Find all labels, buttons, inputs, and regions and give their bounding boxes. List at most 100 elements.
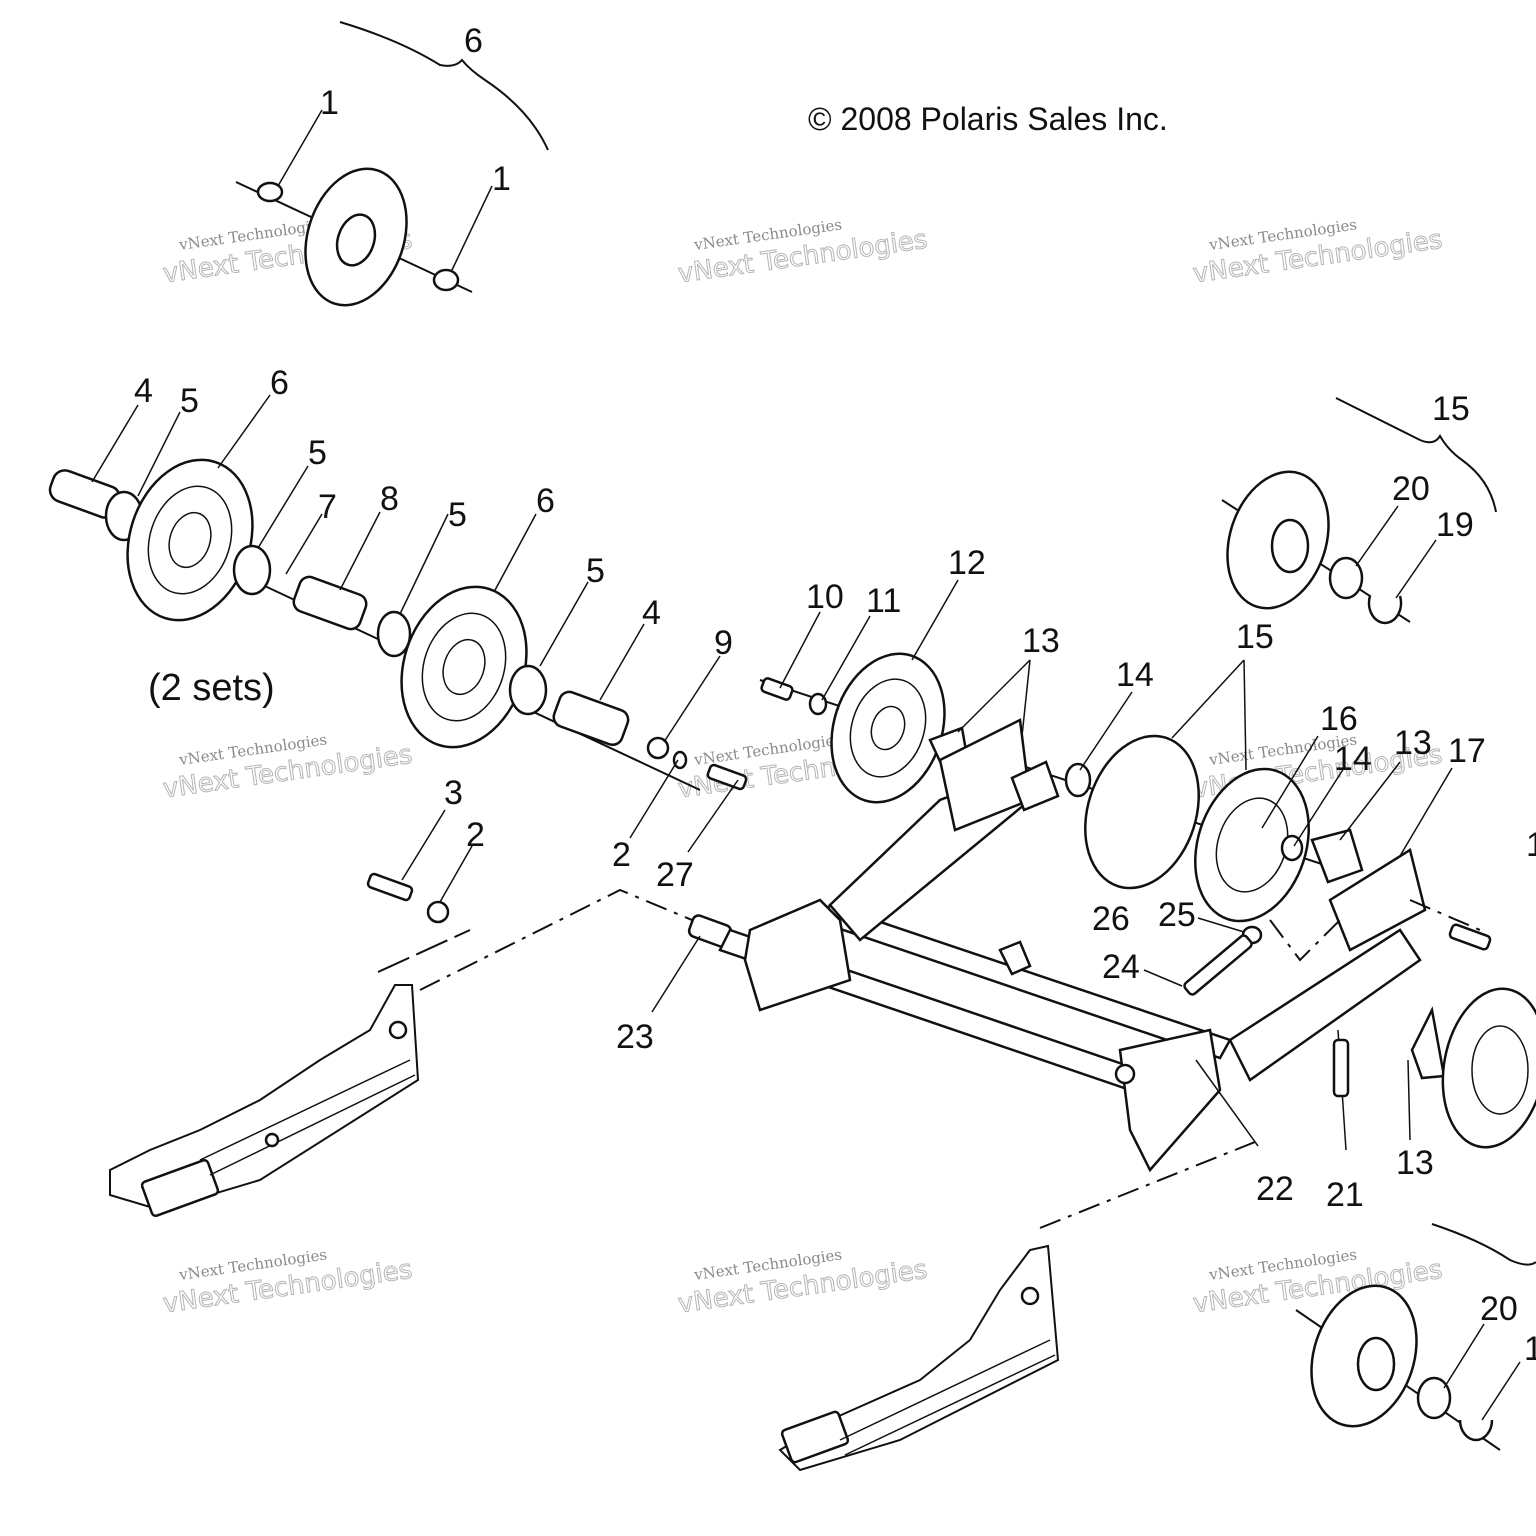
- washer: [1064, 762, 1092, 798]
- part-label: 14: [1116, 656, 1154, 694]
- part-label: 17: [1448, 732, 1486, 770]
- washer: [232, 544, 272, 596]
- wheel-assembly-right-bottom: [1295, 1223, 1536, 1451]
- part-label: 20: [1392, 470, 1430, 508]
- washer: [508, 664, 548, 716]
- part-label: 3: [444, 774, 463, 812]
- part-label: 2: [612, 836, 631, 874]
- part-label: 9: [714, 624, 733, 662]
- part-label: 13: [1396, 1144, 1434, 1182]
- spacer-block: [1010, 760, 1060, 812]
- wheel-hub: [1270, 518, 1310, 574]
- wheel-assembly-right-top: [1221, 397, 1497, 625]
- washer: [1280, 834, 1304, 862]
- idler-wheel: [1084, 734, 1200, 890]
- assembly-bracket: [1335, 397, 1497, 513]
- right-side-parts: [651, 899, 1536, 1151]
- left-rail: [109, 888, 741, 1218]
- part-label: 1: [492, 160, 511, 198]
- part-label: 21: [1326, 1176, 1364, 1214]
- part-label: 5: [448, 496, 467, 534]
- leader-line: [277, 109, 323, 187]
- part-label: 12: [948, 544, 986, 582]
- sets-note: (2 sets): [148, 667, 275, 709]
- washer: [646, 736, 670, 760]
- part-label: 13: [1394, 724, 1432, 762]
- idler-wheel: [126, 458, 254, 622]
- bearing: [256, 181, 284, 203]
- bolt-assembly: [366, 809, 473, 924]
- center-wheel-assembly: [759, 652, 1427, 952]
- part-label: 6: [464, 22, 483, 60]
- spacer-block: [1410, 1006, 1446, 1080]
- idler-wheel: [830, 652, 946, 804]
- assembly-bracket: [339, 21, 549, 151]
- bearing: [432, 268, 460, 292]
- lock-washer: [672, 750, 688, 770]
- wheel-hub: [1356, 1336, 1396, 1392]
- snap-ring: [1458, 1419, 1494, 1442]
- part-label: 2: [466, 816, 485, 854]
- part-label: 8: [380, 480, 399, 518]
- part-label: 1: [1526, 826, 1536, 864]
- part-label: 19: [1436, 506, 1474, 544]
- part-label: 23: [616, 1018, 654, 1056]
- spacer-block: [1310, 828, 1364, 884]
- part-label: 11: [866, 582, 901, 620]
- idler-wheel: [1194, 767, 1310, 923]
- watermark: vNext Technologies vNext Technologies: [161, 1245, 415, 1320]
- part-label: 15: [1236, 618, 1274, 656]
- watermark-group: vNext Technologies vNext Technologies vN…: [161, 215, 1445, 1320]
- washer: [426, 900, 450, 924]
- part-label: 27: [656, 856, 694, 894]
- watermark: vNext Technologies vNext Technologies: [161, 730, 415, 805]
- bolt: [1448, 923, 1492, 951]
- axle-assembly-left: [48, 458, 748, 791]
- part-label: 5: [586, 552, 605, 590]
- spacer-tube: [552, 690, 630, 747]
- frame-bracket: [743, 898, 852, 1012]
- part-label: 25: [1158, 896, 1196, 934]
- part-label: 7: [318, 488, 337, 526]
- slide-rail: [778, 1244, 1060, 1472]
- bearing: [1328, 556, 1364, 600]
- idler-wheel: [1441, 987, 1536, 1149]
- leader-lines-center: [779, 579, 1453, 857]
- bolt: [366, 872, 414, 902]
- part-label: 24: [1102, 948, 1140, 986]
- clip: [998, 940, 1032, 976]
- part-label: 1: [1524, 1330, 1536, 1368]
- part-label: 4: [642, 594, 661, 632]
- part-labels: 6 1 1 4 5 6 5 7 8 5 6 5 4 9 10 11 12 13 …: [134, 22, 1536, 1368]
- mount-plate: [1328, 848, 1427, 952]
- washer: [376, 610, 412, 658]
- assembly-bracket: [1431, 1223, 1536, 1266]
- spacer-tube: [292, 575, 368, 631]
- part-label: 26: [1092, 900, 1130, 938]
- rail-end-block: [780, 1410, 850, 1464]
- wheel-hub: [335, 213, 377, 267]
- leader-lines-left: [91, 394, 739, 853]
- part-label: 10: [806, 578, 844, 616]
- part-label: 1: [320, 84, 339, 122]
- part-label: 6: [536, 482, 555, 520]
- leader-line: [451, 185, 493, 271]
- part-label: 15: [1432, 390, 1470, 428]
- part-label: 4: [134, 372, 153, 410]
- part-label: 6: [270, 364, 289, 402]
- snap-ring: [1367, 595, 1403, 625]
- part-label: 5: [180, 382, 199, 420]
- wheel-assembly-top: [235, 21, 549, 307]
- watermark: vNext Technologies vNext Technologies: [1191, 215, 1445, 290]
- part-label: 16: [1320, 700, 1358, 738]
- bearing: [1416, 1376, 1452, 1420]
- bolt-assembly-center: [1143, 917, 1341, 996]
- watermark: vNext Technologies vNext Technologies: [676, 215, 930, 290]
- rail-section: [1228, 928, 1422, 1082]
- bolt: [760, 677, 794, 701]
- part-label: 22: [1256, 1170, 1294, 1208]
- part-label: 14: [1334, 740, 1372, 778]
- watermark: vNext Technologies vNext Technologies: [676, 1245, 930, 1320]
